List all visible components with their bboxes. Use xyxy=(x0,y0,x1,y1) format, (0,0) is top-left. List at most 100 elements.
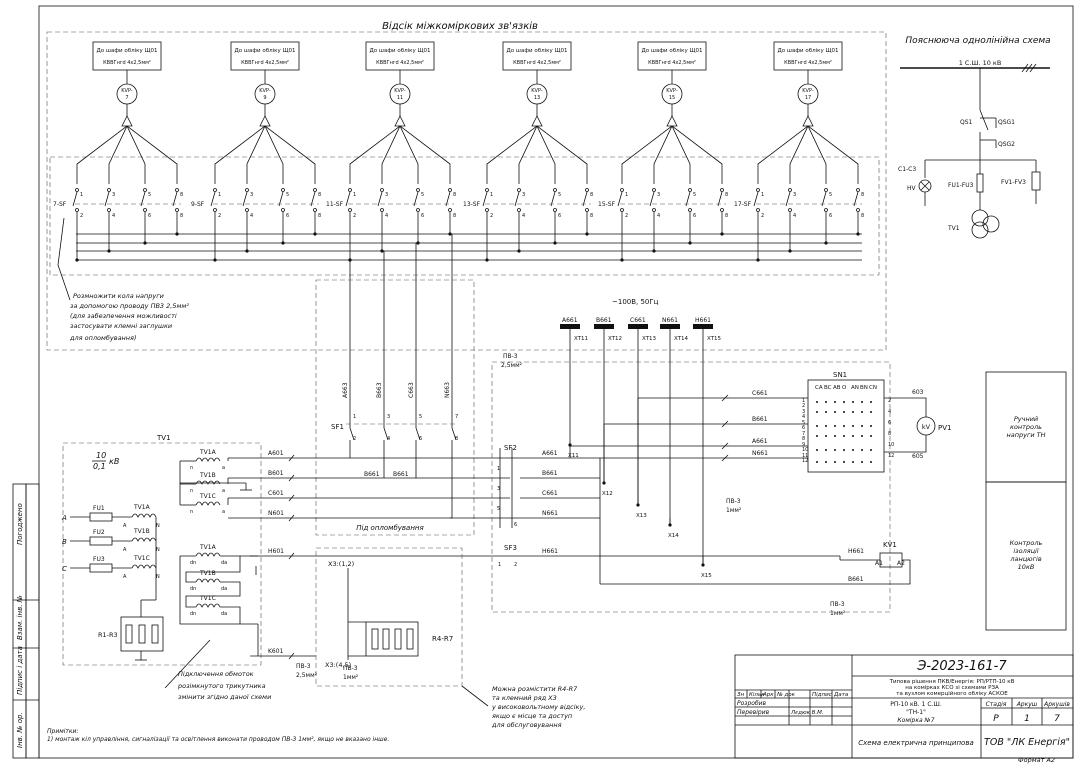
kvp-label-prefix: KVP- xyxy=(531,88,543,94)
insul-3: ланцюгів xyxy=(1009,555,1042,563)
sn1-contact-dot xyxy=(816,449,818,451)
note-triangle-3: змінити згідно даної схеми xyxy=(178,693,271,701)
sn1-contact-dot xyxy=(870,401,872,403)
breaker-label: 13-SF xyxy=(463,201,481,208)
kv-in-h661: H661 xyxy=(848,548,864,555)
sf2-terminal: 5 xyxy=(497,506,500,512)
breaker-terminal-bot: 6 xyxy=(829,213,832,219)
notes-title: Примітки: xyxy=(47,728,78,735)
wire-segment xyxy=(721,394,729,402)
secondary-winding xyxy=(195,501,221,506)
kv1-pin-a1: A1 xyxy=(875,560,883,567)
object-1: РП-10 кВ. 1 С.Ш. xyxy=(890,701,942,708)
breaker-contact xyxy=(416,188,420,192)
fv-label: FV1-FV3 xyxy=(1001,179,1026,186)
sn1-contact-dot xyxy=(843,411,845,413)
sn-in-label: B661 xyxy=(752,416,768,423)
tv-one-line-w3 xyxy=(982,215,1000,233)
breaker-contact xyxy=(448,208,452,212)
breaker-contact xyxy=(313,208,317,212)
breaker-label: 17-SF xyxy=(734,201,752,208)
fan-wire xyxy=(381,125,401,184)
open-delta-winding-label: TV1B xyxy=(199,570,216,577)
breaker-terminal-bot: 2 xyxy=(80,213,83,219)
note-multiply-5: для опломбування) xyxy=(69,334,137,342)
sf2-terminal: 3 xyxy=(497,486,500,492)
meter-cabinet-header: До шафи обліку Щ01 xyxy=(507,48,568,54)
wire-segment xyxy=(140,191,146,207)
wire-segment xyxy=(288,652,295,660)
meter-cabinet-cable: КВВГнгd 4х2,5мм² xyxy=(513,60,561,66)
open-delta-winding xyxy=(195,603,221,608)
fan-wire xyxy=(807,125,827,184)
wire-segment xyxy=(721,442,729,450)
sn1-pin-left-even: 12 xyxy=(802,458,808,464)
tv-one-line-w1 xyxy=(971,209,989,227)
sn-out-603: 603 xyxy=(912,389,924,396)
kvp-label-number: 7 xyxy=(125,95,128,101)
breaker-terminal-top: 5 xyxy=(829,192,832,198)
qsg1-label: QSG1 xyxy=(998,119,1015,126)
fuse xyxy=(89,536,113,546)
sn1-pin-left: 11 xyxy=(802,453,808,459)
tv-one-line-w2 xyxy=(971,221,989,239)
open-delta-wiring xyxy=(179,555,241,625)
compartment-box xyxy=(46,31,887,351)
breaker-contact xyxy=(143,208,147,212)
sn1-contact-dot xyxy=(870,461,872,463)
sn1-pin-right: 4 xyxy=(888,409,891,415)
sn1-contact-dot xyxy=(816,411,818,413)
winding-term-da: da xyxy=(221,560,227,566)
wire-segment xyxy=(288,494,295,502)
breaker-contact xyxy=(213,188,217,192)
sn1-contact-dot xyxy=(843,401,845,403)
sn1-pin-right: 6 xyxy=(888,420,891,426)
object-2: "ТН-1" xyxy=(906,709,926,716)
note-r-1: Можна розмістити R4-R7 xyxy=(492,685,578,693)
insul-2: ізоляції xyxy=(1013,547,1040,555)
fan-wire xyxy=(349,125,401,184)
sn1-label: SN1 xyxy=(833,371,847,379)
breaker-contact xyxy=(245,188,249,192)
breaker-contact xyxy=(485,208,489,212)
sn1-pin-left-even: 8 xyxy=(802,436,805,442)
sf1-terminal-top: 1 xyxy=(353,414,356,420)
hv-label: HV xyxy=(907,185,917,192)
sn1-pin-left: 1 xyxy=(802,398,805,404)
wire-label-left: A601 xyxy=(268,450,284,457)
kv1-pin-a2: A2 xyxy=(897,560,905,567)
connector-triangle xyxy=(259,115,271,127)
manual-2: контроль xyxy=(1010,423,1042,431)
wire-c663: C663 xyxy=(408,382,415,398)
open-delta-winding xyxy=(195,552,221,557)
xt-terminal-block xyxy=(660,324,680,329)
stamp-agreed: Погоджено xyxy=(16,503,24,545)
terminal-row: A661XT11X11B661XT12X12C661XT13X13N661XT1… xyxy=(560,317,830,585)
open-delta-winding-label: TV1A xyxy=(199,544,217,551)
stamp-strip-inner xyxy=(25,483,40,759)
meter-cabinet-header: До шафи обліку Щ01 xyxy=(642,48,703,54)
note-r-5: для обслуговування xyxy=(491,721,562,729)
wire-segment xyxy=(685,191,691,207)
sn1-contact-dot xyxy=(870,435,872,437)
wire-segment xyxy=(278,191,284,207)
sn1-contact-dot xyxy=(834,461,836,463)
x-mark-label: X12 xyxy=(602,491,613,497)
wire-segment xyxy=(310,191,316,207)
sf3-terminal: 1 xyxy=(498,562,501,568)
pv-wire-d: 1мм² xyxy=(343,674,359,681)
secondary-winding xyxy=(195,457,221,462)
sf3-label: SF3 xyxy=(504,544,517,552)
sn1-pin-left: 7 xyxy=(802,431,805,437)
sn1-contact-dot xyxy=(834,401,836,403)
fu-one-line-label: FU1-FU3 xyxy=(948,182,974,189)
breaker-terminal-bot: 4 xyxy=(250,213,253,219)
connector-triangle xyxy=(394,115,406,127)
sf1-terminal-bot: 2 xyxy=(353,436,356,442)
sn1-contact-dot xyxy=(861,411,863,413)
sn1-contact-dot xyxy=(852,411,854,413)
sf2-out-label: C661 xyxy=(542,490,558,497)
secondary-winding-label: TV1B xyxy=(199,472,216,479)
breaker-terminal-top: 3 xyxy=(522,192,525,198)
